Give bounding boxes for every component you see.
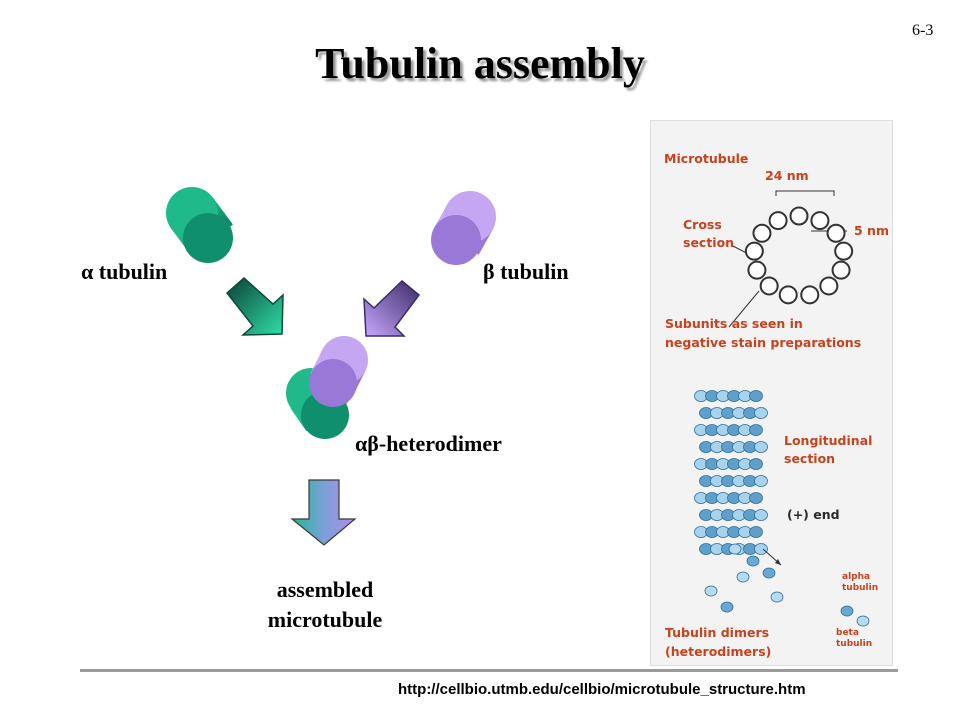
ring-subunit [768, 211, 788, 231]
source-url: http://cellbio.utmb.edu/cellbio/microtub… [398, 681, 806, 698]
tubulin-dimers-label-1: Tubulin dimers [665, 625, 770, 640]
heterodimer-cylinder [286, 336, 368, 439]
longitudinal-label-2: section [784, 451, 836, 466]
ring-subunit [752, 223, 772, 243]
subunits-label-1: Subunits as seen in [665, 316, 803, 331]
free-dimer [856, 615, 870, 627]
alpha-tubulin-panel-label-2: tubulin [842, 583, 879, 593]
slide-number: 6-3 [912, 22, 934, 39]
ring-subunit [747, 260, 767, 280]
free-dimer [736, 571, 750, 583]
tube-subunit [749, 390, 763, 402]
alpha-arrow [225, 276, 284, 336]
alpha-tubulin-label: α tubulin [81, 259, 168, 284]
ring-subunit [744, 241, 764, 261]
ring-subunit [789, 206, 809, 226]
free-dimer [762, 567, 776, 579]
assembly-arrow [290, 479, 357, 546]
free-dimer [770, 591, 784, 603]
beta-tubulin-panel-label-2: tubulin [836, 639, 873, 649]
tube-subunit [754, 407, 768, 419]
free-tubulin-dimers [704, 543, 870, 627]
heterodimer-label: αβ-heterodimer [355, 431, 502, 456]
ring-subunit [819, 276, 839, 296]
tube-subunit [749, 424, 763, 436]
alpha-tubulin-cylinder [166, 187, 233, 263]
tubulin-dimers-label-2: (heterodimers) [665, 644, 772, 659]
diameter-label: 24 nm [765, 168, 809, 183]
subunit-size-label: 5 nm [854, 223, 889, 238]
ring-subunit [778, 285, 798, 305]
longitudinal-label-1: Longitudinal [784, 433, 873, 448]
product-label-line1: assembled [276, 577, 374, 602]
assembled-microtubule-label: assembled microtubule [230, 575, 420, 635]
tube-subunit [754, 475, 768, 487]
alpha-tubulin-panel-label-1: alpha [842, 572, 871, 582]
free-dimer [746, 555, 760, 567]
beta-arrow [363, 279, 421, 337]
plus-end-label: (+) end [787, 507, 840, 522]
beta-tubulin-label: β tubulin [483, 259, 569, 284]
ring-subunit [810, 211, 830, 231]
tube-subunit [754, 509, 768, 521]
beta-tubulin-cylinder [431, 191, 496, 265]
slide-title: Tubulin assembly [315, 39, 645, 88]
tube-subunit [749, 458, 763, 470]
tube-subunit [749, 492, 763, 504]
cross-section-label-2: section [683, 235, 735, 250]
beta-tubulin-panel-label-1: beta [836, 628, 859, 638]
product-label-line2: microtubule [267, 607, 383, 632]
ring-subunit [800, 285, 820, 305]
microtubule-structure-figure: Microtubule 24 nm Cross section 5 nm Sub… [650, 120, 893, 666]
footer-rule [80, 669, 898, 672]
ring-subunit [759, 276, 779, 296]
cross-section-label-1: Cross [683, 217, 722, 232]
free-dimer [728, 543, 742, 555]
subunits-label-2: negative stain preparations [665, 335, 862, 350]
cross-section-ring [744, 206, 854, 305]
ring-subunit [826, 223, 846, 243]
free-dimer [720, 601, 734, 613]
microtubule-structure-drawing [694, 190, 870, 627]
tube-subunit [749, 526, 763, 538]
free-dimer [704, 585, 718, 597]
longitudinal-section [694, 390, 768, 555]
ring-subunit [831, 260, 851, 280]
tube-subunit [754, 543, 768, 555]
free-dimer [840, 605, 854, 617]
microtubule-label: Microtubule [664, 151, 749, 166]
ring-subunit [834, 241, 854, 261]
tube-subunit [754, 441, 768, 453]
